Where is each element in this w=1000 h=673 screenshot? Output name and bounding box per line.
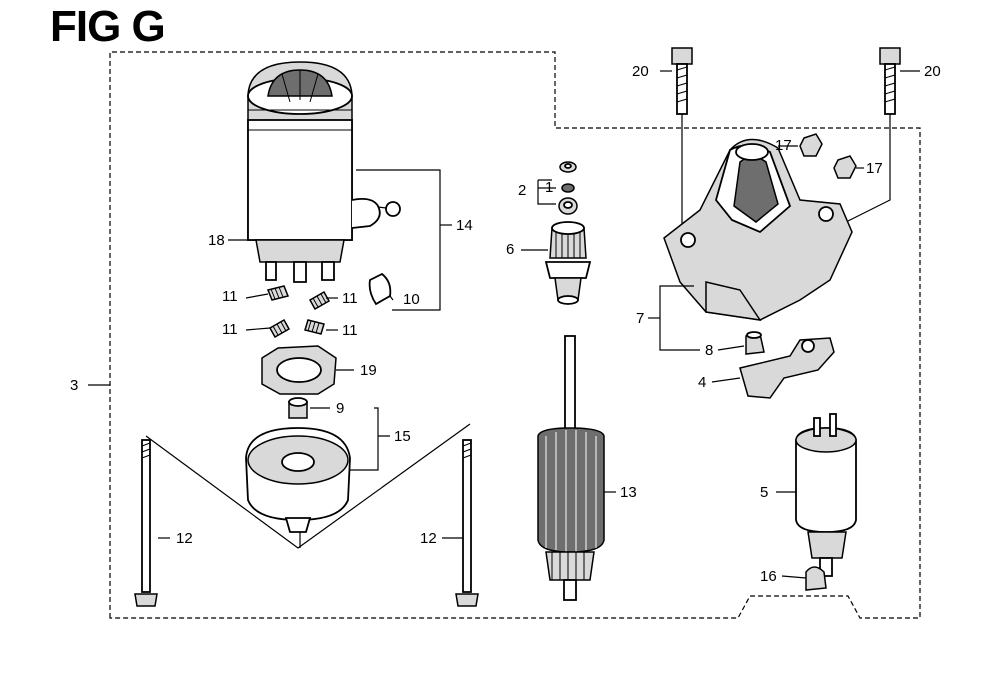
part-8-cap	[745, 331, 765, 355]
callout-17-left: 17	[775, 137, 792, 154]
callout-11-upper-left: 11	[222, 288, 238, 305]
part-19-brush-holder	[261, 345, 337, 395]
part-1-clip	[561, 183, 575, 193]
callout-20-right: 20	[924, 63, 941, 80]
callout-14: 14	[456, 217, 473, 234]
callout-11-lower-left: 11	[222, 321, 238, 338]
callout-15: 15	[394, 428, 411, 445]
part-5-solenoid	[795, 413, 857, 577]
part-10-brush-clip	[368, 272, 392, 306]
callout-5: 5	[760, 484, 768, 501]
callout-1: 1	[545, 179, 553, 196]
part-12-bolt-left	[134, 439, 158, 607]
part-15-end-cover	[245, 427, 351, 533]
part-7-drive-housing	[663, 138, 853, 321]
part-17-nut-left	[799, 133, 823, 157]
callout-8: 8	[705, 342, 713, 359]
callout-13: 13	[620, 484, 637, 501]
callout-7: 7	[636, 310, 644, 327]
callout-17-right: 17	[866, 160, 883, 177]
part-20-bolt-left	[671, 47, 693, 115]
part-2-washers	[558, 161, 578, 215]
callout-9: 9	[336, 400, 344, 417]
callout-18: 18	[208, 232, 225, 249]
part-4-shift-lever	[739, 337, 835, 399]
callout-11-upper-right: 11	[342, 290, 358, 307]
part-motor-yoke	[247, 61, 401, 283]
callout-3: 3	[70, 377, 78, 394]
callout-10: 10	[403, 291, 420, 308]
callout-12-right: 12	[420, 530, 437, 547]
callout-4: 4	[698, 374, 706, 391]
part-12-bolt-right	[455, 439, 479, 607]
part-20-bolt-right	[879, 47, 901, 115]
figure-title: FIG G	[50, 2, 166, 51]
callout-16: 16	[760, 568, 777, 585]
callout-19: 19	[360, 362, 377, 379]
part-6-pinion	[544, 221, 592, 305]
callout-2: 2	[518, 182, 526, 199]
part-16-boot	[805, 566, 827, 591]
part-11-springs	[266, 285, 331, 339]
callout-20-left: 20	[632, 63, 649, 80]
part-13-armature	[537, 335, 605, 601]
callout-11-lower-right: 11	[342, 322, 358, 339]
part-17-nut-right	[833, 155, 857, 179]
part-9-bushing	[288, 397, 308, 419]
callout-12-left: 12	[176, 530, 193, 547]
callout-6: 6	[506, 241, 514, 258]
